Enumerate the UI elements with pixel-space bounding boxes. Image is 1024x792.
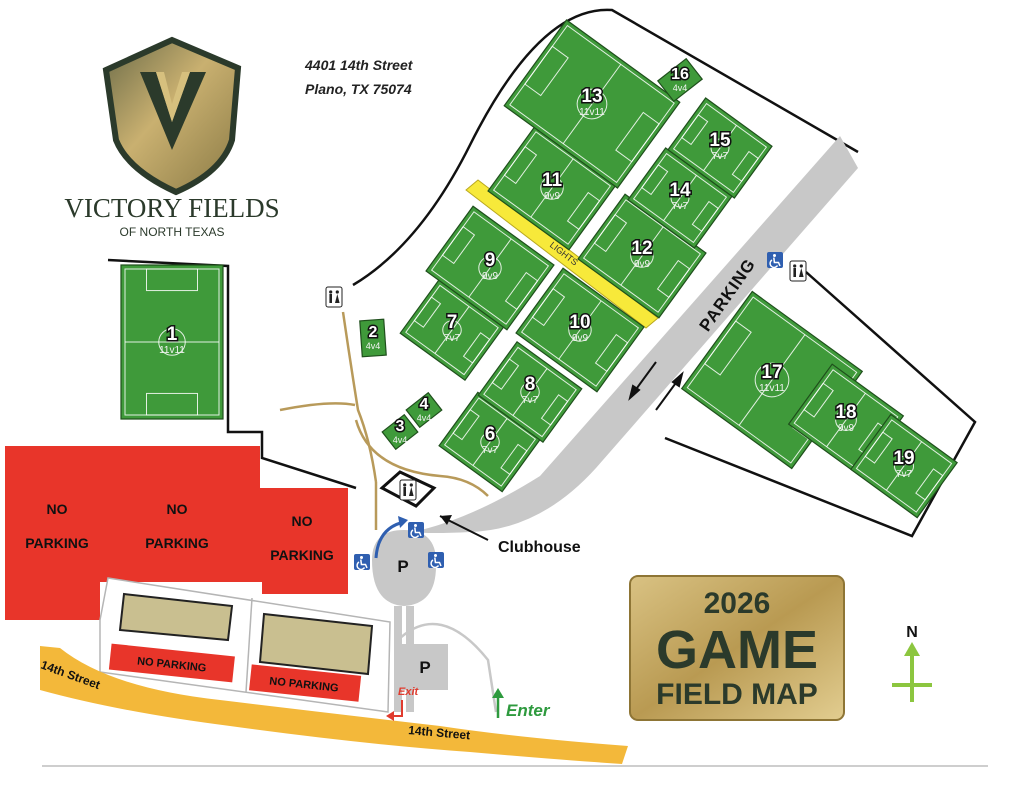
badge-year: 2026 (704, 587, 771, 620)
field-16 (656, 57, 704, 103)
brand-name: VICTORY FIELDS (64, 193, 279, 223)
parking-lot-p-upper: P (397, 557, 408, 576)
field-8-number: 8 (525, 374, 536, 395)
field-11-number: 11 (542, 170, 563, 191)
field-9-type: 9v9 (482, 271, 499, 282)
field-6-type: 7v7 (482, 445, 499, 456)
field-surface (656, 57, 704, 103)
lower-lot: NO PARKING NO PARKING (99, 577, 391, 713)
field-10-type: 9v9 (572, 333, 589, 344)
field-11 (487, 125, 617, 251)
field-4 (405, 391, 443, 429)
exit-marker: Exit (386, 686, 420, 721)
field-12-number: 12 (631, 238, 652, 259)
enter-label: Enter (506, 701, 551, 720)
field-3 (381, 413, 419, 451)
no-parking-a-line1: NO (47, 501, 68, 517)
field-1 (120, 264, 224, 420)
field-13-type: 11v11 (579, 107, 605, 118)
field-12-type: 9v9 (634, 259, 651, 270)
clubhouse-parking-lot: P P (372, 516, 498, 713)
field-16-number: 16 (671, 66, 689, 83)
clubhouse-building (379, 470, 437, 508)
field-2 (359, 318, 387, 358)
field-4-type: 4v4 (417, 413, 432, 423)
field-13 (503, 19, 681, 189)
field-1-number: 1 (167, 324, 178, 345)
field-17-type: 11v11 (759, 383, 785, 394)
field-2-number: 2 (369, 324, 378, 341)
address-line-2: Plano, TX 75074 (305, 81, 412, 97)
enter-marker: Enter (492, 688, 551, 720)
field-surface (359, 318, 387, 358)
field-4-number: 4 (420, 396, 429, 413)
field-2-type: 4v4 (366, 341, 381, 351)
field-17-number: 17 (761, 362, 782, 383)
brand-subtitle: OF NORTH TEXAS (120, 225, 225, 239)
badge-subtitle: FIELD MAP (656, 678, 818, 711)
field-10-number: 10 (569, 312, 590, 333)
no-parking-b-line2: PARKING (145, 535, 209, 551)
clubhouse-label: Clubhouse (498, 539, 581, 556)
accessible-parking-icon (766, 251, 784, 269)
walking-paths (279, 311, 489, 530)
no-parking-c-line2: PARKING (270, 547, 334, 563)
field-3-type: 4v4 (393, 435, 408, 445)
no-parking-b-line1: NO (167, 501, 188, 517)
field-surface (381, 413, 419, 451)
restroom-icon (325, 286, 343, 308)
no-parking-c-line1: NO (292, 513, 313, 529)
field-19-type: 7v7 (896, 469, 913, 480)
exit-label: Exit (398, 686, 420, 698)
field-6-number: 6 (485, 424, 496, 445)
field-1-type: 11v11 (159, 345, 185, 356)
accessible-parking-icon (407, 521, 425, 539)
restroom-icon (399, 479, 417, 501)
field-surface (405, 391, 443, 429)
accessible-parking-icon (353, 553, 371, 571)
no-parking-zones: NO PARKING NO PARKING NO PARKING (5, 446, 348, 620)
field-15-type: 7v7 (712, 151, 729, 162)
accessible-parking-icon (427, 551, 445, 569)
field-10 (515, 267, 645, 393)
field-11-type: 9v9 (544, 191, 561, 202)
brand-logo (102, 36, 242, 196)
field-7-type: 7v7 (444, 333, 461, 344)
no-parking-a-line2: PARKING (25, 535, 89, 551)
field-8 (477, 340, 583, 444)
field-14-number: 14 (669, 180, 691, 201)
field-18-type: 9v9 (838, 423, 855, 434)
street-road (40, 646, 628, 764)
field-9 (425, 205, 555, 331)
address-line-1: 4401 14th Street (304, 57, 414, 73)
field-18-number: 18 (835, 402, 856, 423)
field-15 (667, 97, 773, 199)
field-13-number: 13 (581, 86, 602, 107)
badge-title: GAME (656, 620, 818, 680)
field-3-number: 3 (396, 418, 405, 435)
fields-layer: 111v1124v434v444v467v777v787v799v9109v91… (120, 19, 958, 519)
field-16-type: 4v4 (673, 83, 688, 93)
field-7-number: 7 (447, 312, 458, 333)
field-14-type: 7v7 (672, 201, 689, 212)
field-14 (627, 147, 733, 249)
field-19 (850, 413, 958, 519)
field-map-badge: 2026 GAME FIELD MAP (629, 575, 845, 721)
restroom-icon (789, 260, 807, 282)
street-label-bottom: 14th Street (408, 723, 471, 742)
field-8-type: 7v7 (522, 395, 539, 406)
field-15-number: 15 (709, 130, 731, 151)
field-9-number: 9 (485, 250, 496, 271)
field-19-number: 19 (893, 448, 914, 469)
north-label: N (906, 624, 918, 641)
traffic-arrow-icon (628, 361, 684, 411)
parking-lot-p-lower: P (419, 658, 430, 677)
north-arrow-icon (892, 642, 932, 702)
